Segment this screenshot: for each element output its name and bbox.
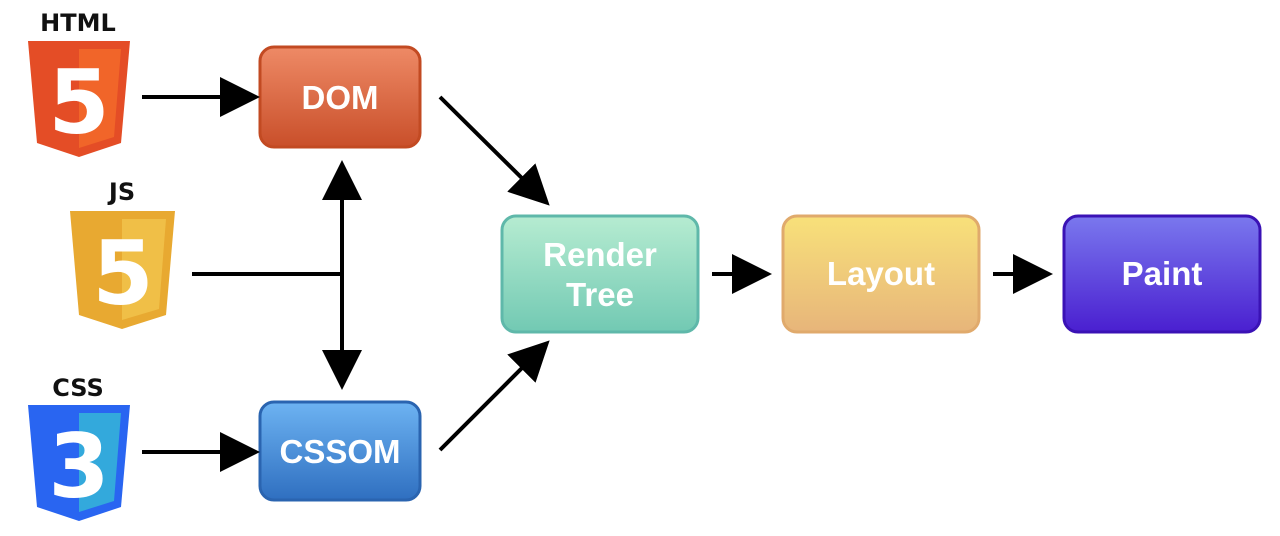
js-logo: JS 5 <box>70 178 175 329</box>
css3-shield-highlight <box>79 413 121 512</box>
cssom-label: CSSOM <box>279 433 400 470</box>
layout-node: Layout <box>781 214 981 334</box>
css-caption: CSS <box>52 374 104 402</box>
render-tree-node: Render Tree <box>500 214 700 334</box>
arrow-cssom-to-render-tree <box>438 340 550 452</box>
render-tree-label-line2: Tree <box>566 276 634 313</box>
arrow-dom-to-render-tree <box>438 95 550 206</box>
paint-node: Paint <box>1062 214 1262 334</box>
dom-node: DOM <box>258 45 422 149</box>
cssom-node: CSSOM <box>258 400 422 502</box>
css3-digit: 3 <box>48 415 109 518</box>
render-tree-label-line1: Render <box>543 236 657 273</box>
paint-label: Paint <box>1122 255 1203 292</box>
js-shield-highlight <box>122 219 166 320</box>
js-caption: JS <box>107 178 135 206</box>
css3-logo: CSS 3 <box>28 374 130 521</box>
layout-label: Layout <box>827 255 935 292</box>
dom-label: DOM <box>302 79 379 116</box>
html5-logo: HTML 5 <box>28 9 130 157</box>
html5-digit: 5 <box>48 51 109 154</box>
js-digit: 5 <box>92 222 153 325</box>
html5-shield-highlight <box>79 49 121 148</box>
html-caption: HTML <box>40 9 116 37</box>
